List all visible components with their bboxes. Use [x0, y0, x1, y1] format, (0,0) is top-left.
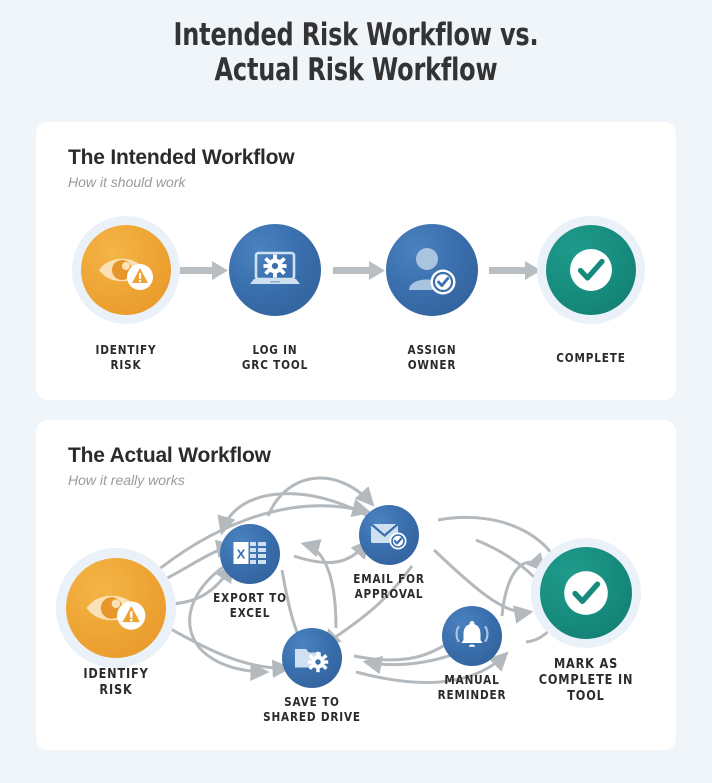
- actual-node-save-to-shared-drive[interactable]: [282, 628, 342, 688]
- curved-arrow-icon: [266, 476, 375, 517]
- actual-label-identify-risk: IDENTIFY RISK: [83, 666, 149, 698]
- curved-arrow-icon: [293, 539, 371, 565]
- actual-workflow-subheading: How it really works: [68, 472, 185, 488]
- actual-label-save-to-shared-drive: SAVE TO SHARED DRIVE: [263, 694, 361, 724]
- intended-label-identify-risk: IDENTIFY RISK: [95, 342, 157, 372]
- intended-node-assign-owner[interactable]: [386, 224, 478, 316]
- actual-label-export-to-excel: EXPORT TO EXCEL: [213, 590, 287, 620]
- page-title: Intended Risk Workflow vs. Actual Risk W…: [0, 18, 712, 88]
- check-circle-icon: [540, 547, 632, 639]
- eye-warning-icon: [81, 225, 171, 315]
- intended-workflow-card: The Intended Workflow How it should work: [36, 122, 676, 400]
- actual-workflow-heading: The Actual Workflow: [68, 444, 271, 467]
- check-circle-icon: [546, 225, 636, 315]
- user-check-icon: [386, 224, 478, 316]
- actual-label-manual-reminder: MANUAL REMINDER: [437, 672, 507, 702]
- folder-gear-icon: [282, 628, 342, 688]
- page-title-line-2: Actual Risk Workflow: [214, 52, 498, 88]
- arrow-right-icon-1: [176, 261, 228, 280]
- actual-node-manual-reminder[interactable]: [442, 606, 502, 666]
- laptop-gear-icon: [229, 224, 321, 316]
- actual-node-mark-as-complete-in-tool[interactable]: [531, 538, 641, 648]
- actual-label-email-for-approval: EMAIL FOR APPROVAL: [353, 571, 425, 601]
- intended-workflow-heading: The Intended Workflow: [68, 146, 295, 169]
- intended-node-identify-risk[interactable]: [72, 216, 180, 324]
- eye-warning-icon: [66, 558, 166, 658]
- arrow-right-icon-2: [333, 261, 385, 280]
- actual-label-mark-as-complete-in-tool: MARK AS COMPLETE IN TOOL: [538, 656, 634, 704]
- intended-node-log-in-grc-tool[interactable]: [229, 224, 321, 316]
- bell-ringing-icon: [442, 606, 502, 666]
- intended-label-assign-owner: ASSIGN OWNER: [407, 342, 457, 372]
- page-title-line-1: Intended Risk Workflow vs.: [173, 17, 539, 53]
- intended-workflow-subheading: How it should work: [68, 174, 186, 190]
- svg-text:X: X: [237, 547, 246, 562]
- intended-label-log-in-grc-tool: LOG IN GRC TOOL: [241, 342, 309, 372]
- arrow-right-icon-3: [489, 261, 541, 280]
- actual-node-identify-risk[interactable]: [56, 548, 176, 668]
- envelope-check-icon: [359, 505, 419, 565]
- excel-spreadsheet-icon: X: [220, 524, 280, 584]
- intended-label-complete: COMPLETE: [556, 350, 626, 365]
- actual-workflow-card: The Actual Workflow How it really works: [36, 420, 676, 750]
- intended-node-complete[interactable]: [537, 216, 645, 324]
- actual-node-export-to-excel[interactable]: X: [220, 524, 280, 584]
- actual-node-email-for-approval[interactable]: [359, 505, 419, 565]
